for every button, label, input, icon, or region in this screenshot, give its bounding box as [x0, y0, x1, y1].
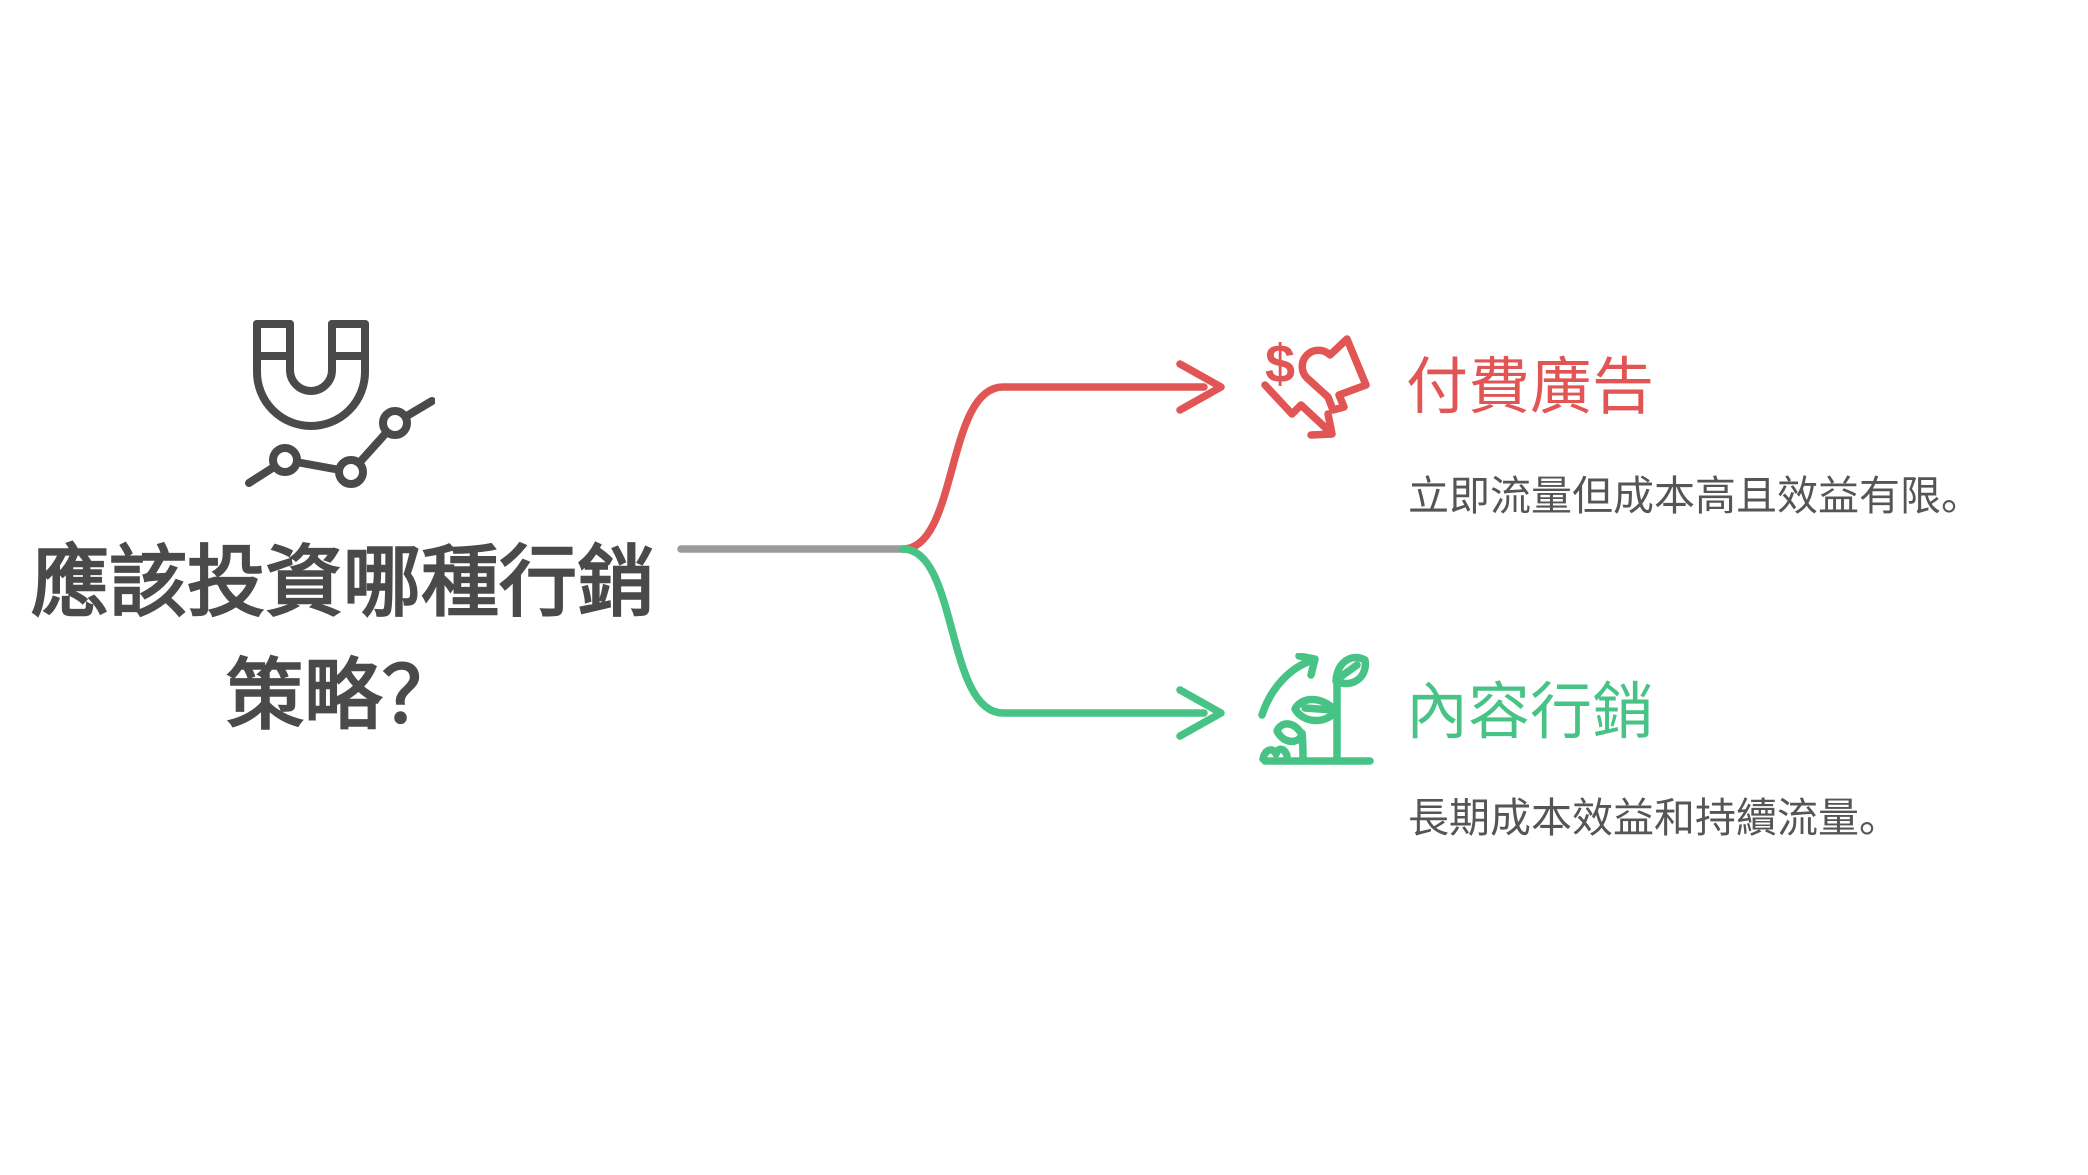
paid-ads-label: 付費廣告	[1406, 353, 1655, 422]
plant-growth-icon	[1258, 653, 1374, 765]
root-question-line1: 應該投資哪種行銷	[30, 538, 655, 626]
content-marketing-arrowhead-icon	[1176, 686, 1225, 740]
svg-text:$: $	[1265, 334, 1295, 394]
paid-ads-description: 立即流量但成本高且效益有限。	[1408, 473, 1982, 519]
content-marketing-label: 內容行銷	[1406, 678, 1655, 747]
magnet-analytics-icon	[245, 320, 435, 488]
root-question-title: 應該投資哪種行銷 策略？	[28, 526, 658, 752]
dollar-megaphone-decline-icon: $	[1261, 334, 1370, 439]
content-marketing-description: 長期成本效益和持續流量。	[1408, 795, 1900, 841]
root-question-line2: 策略？	[225, 651, 460, 739]
paid-ads-arrowhead-icon	[1176, 360, 1225, 414]
content-marketing-connector	[899, 545, 1225, 740]
paid-ads-connector	[899, 360, 1225, 553]
